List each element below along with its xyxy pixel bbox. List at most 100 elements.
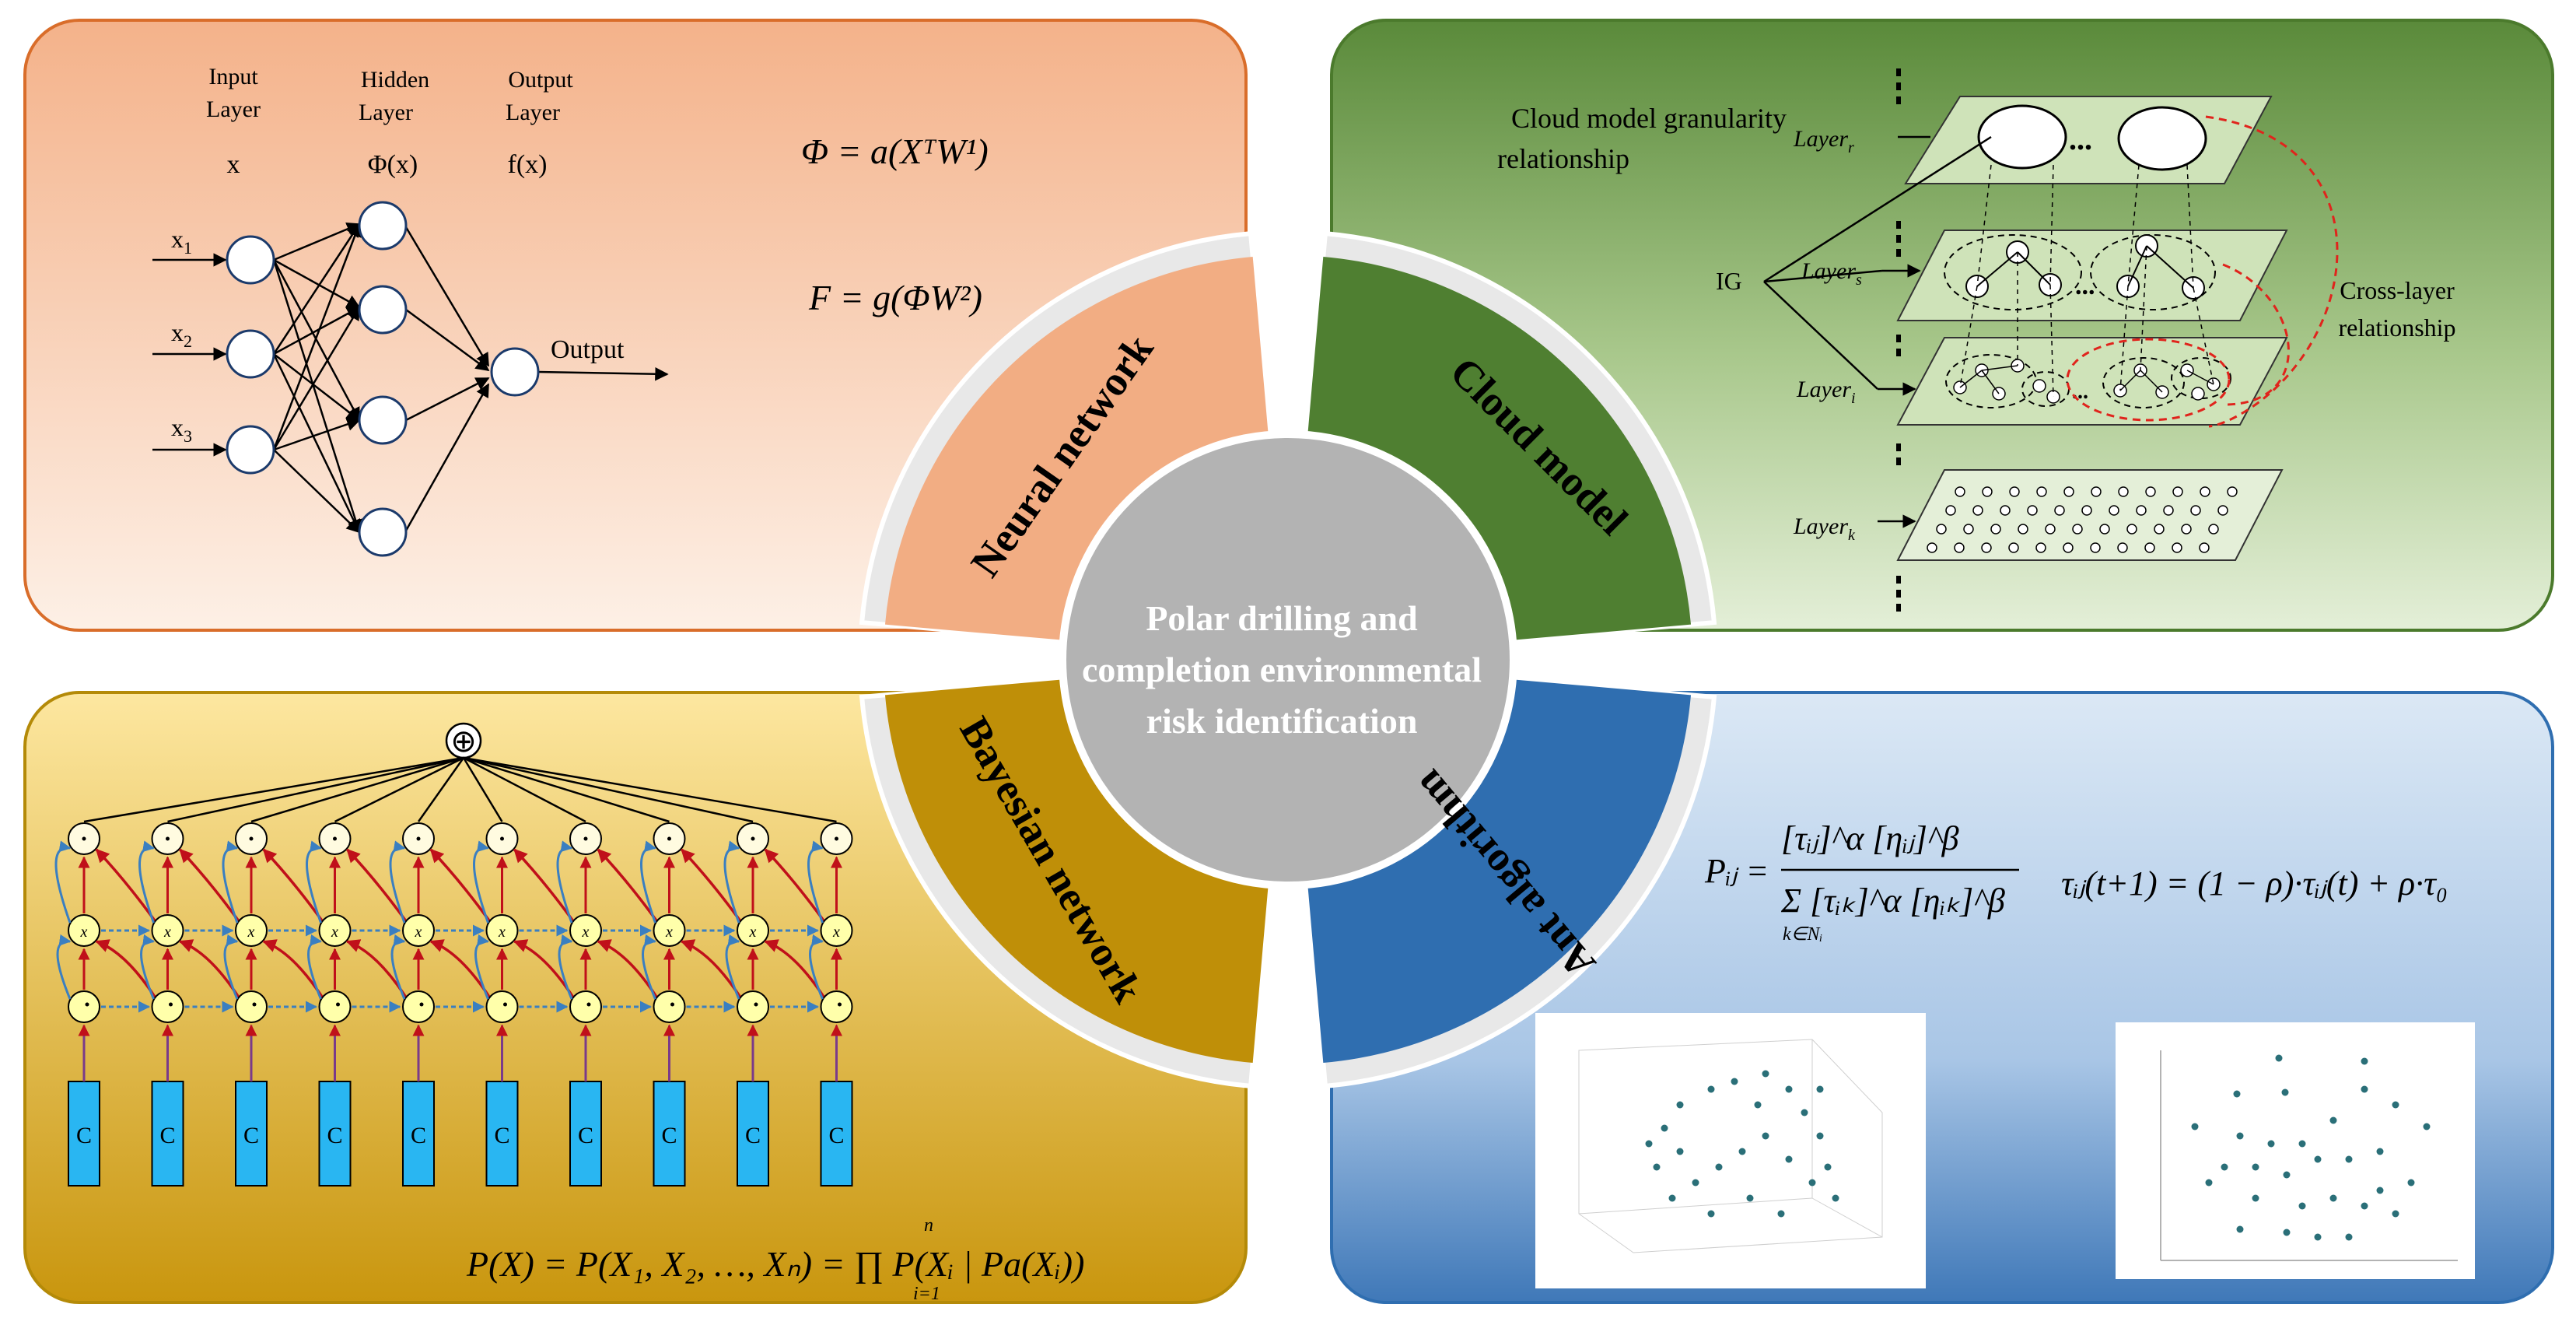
product-lower-limit: i=1	[913, 1284, 940, 1304]
cross-layer-label-2: relationship	[2338, 314, 2455, 342]
scatter-point	[1816, 1132, 1824, 1140]
scatter-point	[2345, 1233, 2353, 1241]
scatter-point	[2233, 1090, 2241, 1098]
scatter-point	[1676, 1148, 1684, 1155]
neural-nodes	[226, 201, 540, 557]
c-block	[569, 1081, 602, 1187]
c-block	[68, 1081, 100, 1187]
c-block	[737, 1081, 769, 1187]
formula-phi: Φ = a(XᵀW¹)	[801, 131, 989, 171]
bottom-node	[318, 990, 352, 1023]
mid-node	[569, 914, 602, 947]
scatter-point	[2392, 1101, 2399, 1109]
scatter-point	[2298, 1140, 2306, 1148]
scatter-point	[2329, 1194, 2337, 1202]
scatter-point	[2281, 1088, 2289, 1096]
scatter-point	[2376, 1187, 2384, 1194]
ant-formula-den-sub: k∈Nᵢ	[1783, 924, 1822, 945]
scatter-plot-2d	[2116, 1022, 2475, 1279]
bottom-node	[151, 990, 184, 1023]
c-block	[820, 1081, 853, 1187]
cross-layer-label-1: Cross-layer	[2340, 276, 2455, 304]
scatter-point	[1645, 1140, 1653, 1148]
mid-node-label: x	[749, 924, 757, 941]
bottom-node	[653, 990, 686, 1023]
mid-node	[318, 914, 352, 947]
mid-node-label: x	[247, 924, 255, 941]
c-label: C	[411, 1123, 426, 1148]
c-block	[402, 1081, 435, 1187]
mid-node	[820, 914, 853, 947]
mid-node-label: x	[582, 924, 590, 941]
hidden-layer-label-1: Hidden	[361, 67, 429, 93]
mid-node	[402, 914, 435, 947]
center-title-line-1: Polar drilling and	[1146, 598, 1418, 638]
center-circle	[1059, 430, 1517, 889]
scatter-point	[2314, 1233, 2322, 1241]
product-upper-limit: n	[924, 1215, 933, 1236]
bottom-node	[402, 990, 435, 1023]
scatter-point	[2236, 1225, 2244, 1233]
bottom-node	[820, 990, 853, 1023]
c-label: C	[327, 1123, 342, 1148]
ig-label: IG	[1716, 267, 1742, 295]
input-hidden-connections	[152, 223, 669, 534]
scatter-point	[2283, 1171, 2291, 1179]
scatter-point	[1746, 1194, 1754, 1202]
scatter-point	[2361, 1085, 2368, 1093]
scatter-point	[2407, 1179, 2415, 1187]
segment-ant	[1307, 678, 1692, 1064]
scatter-point	[2298, 1202, 2306, 1210]
output-symbol: f(x)	[508, 150, 548, 179]
scatter-point	[1785, 1085, 1793, 1093]
scatter-point	[2345, 1155, 2353, 1163]
mid-node	[737, 914, 769, 947]
scatter-point	[2329, 1116, 2337, 1124]
scatter-point	[2275, 1054, 2283, 1062]
layer-k-dots	[1927, 486, 2238, 553]
segment-cloud	[1307, 256, 1692, 641]
scatter-point	[2267, 1140, 2275, 1148]
c-label: C	[745, 1123, 761, 1148]
scatter-point	[2252, 1194, 2259, 1202]
mid-node-label: x	[415, 924, 422, 941]
ant-formula-num: [τᵢⱼ]^α [ηᵢⱼ]^β	[1781, 819, 1959, 857]
layer-r-label: Layerr	[1793, 126, 1854, 156]
scatter-point	[1762, 1070, 1769, 1078]
scatter-point	[1676, 1101, 1684, 1109]
c-block	[235, 1081, 268, 1187]
layer-k-label: Layerk	[1793, 514, 1856, 544]
scatter-point	[1668, 1194, 1676, 1202]
scatter-point	[1816, 1085, 1824, 1093]
mid-node-label: x	[665, 924, 673, 941]
scatter-point	[2221, 1163, 2228, 1171]
mid-node-label: x	[163, 924, 171, 941]
scatter-point	[1692, 1179, 1699, 1187]
scatter-point	[2252, 1163, 2259, 1171]
bottom-node	[737, 990, 769, 1023]
cloud-title-1: Cloud model granularity	[1511, 103, 1787, 134]
ant-formula-left: Pᵢⱼ =	[1704, 852, 1769, 890]
bottom-node	[569, 990, 602, 1023]
input-x3: x3	[171, 413, 192, 446]
scatter-point	[1707, 1210, 1715, 1218]
scatter-point	[1707, 1085, 1715, 1093]
bottom-node	[68, 990, 100, 1023]
neural-net-diagram: Input Layer Hidden Layer Output Layer x …	[152, 64, 989, 557]
scatter-point	[2205, 1179, 2213, 1187]
layer-i-ellipsis: ...	[2072, 380, 2088, 404]
scatter-point	[2314, 1155, 2322, 1163]
bottom-node	[485, 990, 519, 1023]
c-label: C	[159, 1123, 175, 1148]
c-block	[485, 1081, 519, 1187]
ant-formula-right: τᵢⱼ(t+1) = (1 − ρ)·τᵢⱼ(t) + ρ·τ₀	[2061, 864, 2448, 903]
input-x2: x2	[171, 318, 192, 351]
ant-formulas: Pᵢⱼ = [τᵢⱼ]^α [ηᵢⱼ]^β Σ [τᵢₖ]^α [ηᵢₖ]^β …	[1704, 819, 2448, 945]
sum-symbol: ⊕	[450, 724, 477, 759]
scatter-point	[2392, 1210, 2399, 1218]
scatter-point	[1754, 1101, 1762, 1109]
layer-k-plane	[1896, 469, 2284, 561]
